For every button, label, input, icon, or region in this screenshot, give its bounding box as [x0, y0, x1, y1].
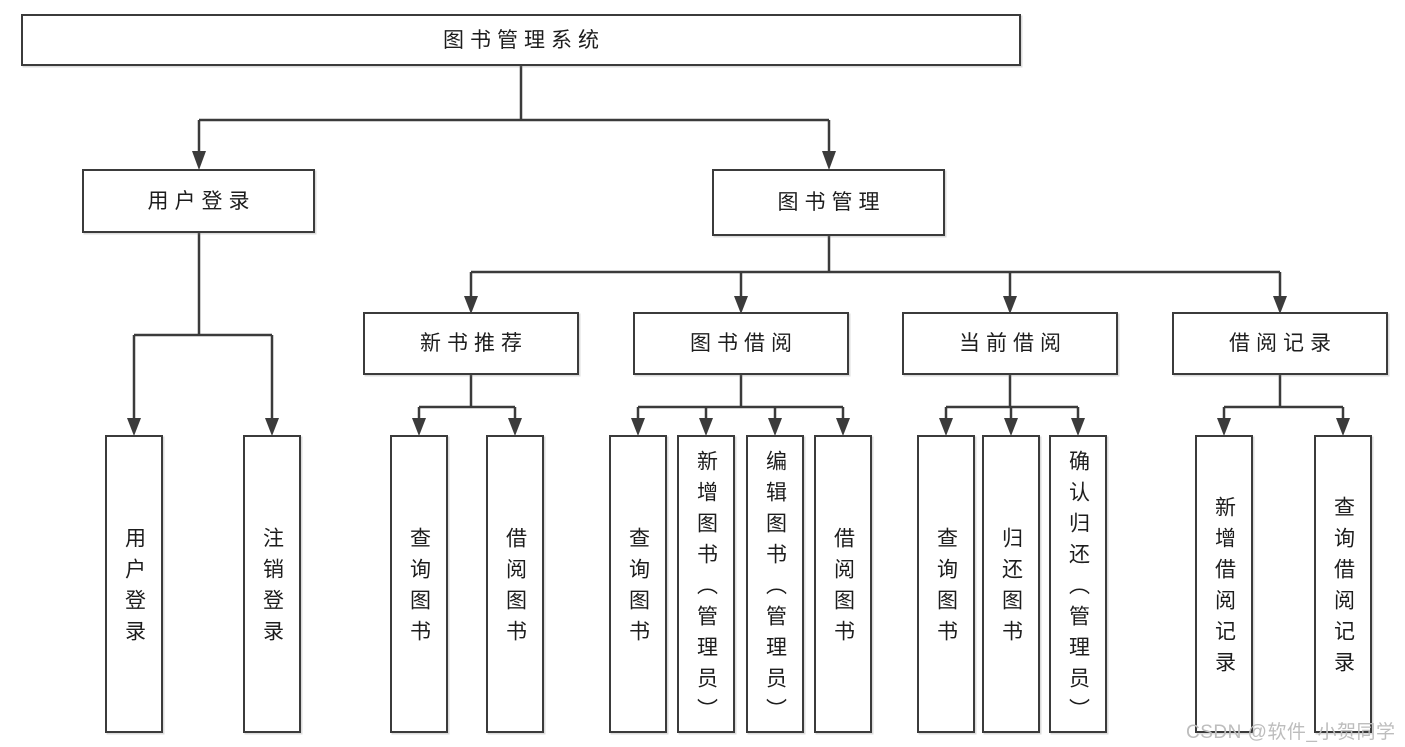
node-label: 图书管理	[777, 191, 886, 214]
node-label: 新书推荐	[420, 332, 528, 355]
leaf-current-return-books: 归还图书	[982, 435, 1040, 733]
node-label: 用户登录	[147, 189, 256, 213]
leaf-label: 查询图书	[407, 527, 431, 651]
csdn-watermark: CSDN @软件_小贺同学	[1186, 722, 1396, 743]
node-label: 图书管理系统	[443, 28, 605, 52]
leaf-borrow-edit-books-admin: 编辑图书（管理员）	[746, 435, 804, 733]
leaf-records-add-record: 新增借阅记录	[1195, 435, 1253, 733]
leaf-label: 借阅图书	[503, 527, 527, 651]
leaf-label: 用户登录	[122, 527, 146, 651]
node-label: 当前借阅	[959, 332, 1067, 355]
leaf-borrow-borrow-books: 借阅图书	[814, 435, 872, 733]
leaf-label: 新增图书（管理员）	[694, 449, 718, 729]
leaf-current-confirm-return-admin: 确认归还（管理员）	[1049, 435, 1107, 733]
node-book-management: 图书管理	[712, 169, 945, 236]
node-new-book-recommend: 新书推荐	[363, 312, 579, 375]
node-current-borrow: 当前借阅	[902, 312, 1118, 375]
node-book-borrow: 图书借阅	[633, 312, 849, 375]
node-label: 图书借阅	[690, 332, 798, 355]
leaf-label: 查询图书	[934, 527, 958, 651]
leaf-current-query-books: 查询图书	[917, 435, 975, 733]
leaf-label: 查询图书	[626, 527, 650, 651]
leaf-label: 新增借阅记录	[1212, 496, 1236, 682]
leaf-logout: 注销登录	[243, 435, 301, 733]
leaf-label: 查询借阅记录	[1331, 496, 1355, 682]
node-user-login: 用户登录	[82, 169, 315, 233]
node-label: 借阅记录	[1229, 332, 1337, 355]
leaf-borrow-add-books-admin: 新增图书（管理员）	[677, 435, 735, 733]
leaf-recommend-borrow-books: 借阅图书	[486, 435, 544, 733]
leaf-label: 编辑图书（管理员）	[763, 449, 787, 729]
leaf-label: 借阅图书	[831, 527, 855, 651]
node-library-management-system: 图书管理系统	[21, 14, 1021, 66]
leaf-recommend-query-books: 查询图书	[390, 435, 448, 733]
leaf-records-query-record: 查询借阅记录	[1314, 435, 1372, 733]
leaf-user-login: 用户登录	[105, 435, 163, 733]
node-borrow-records: 借阅记录	[1172, 312, 1388, 375]
leaf-label: 确认归还（管理员）	[1066, 449, 1090, 729]
leaf-label: 注销登录	[260, 527, 284, 651]
leaf-borrow-query-books: 查询图书	[609, 435, 667, 733]
leaf-label: 归还图书	[999, 527, 1023, 651]
